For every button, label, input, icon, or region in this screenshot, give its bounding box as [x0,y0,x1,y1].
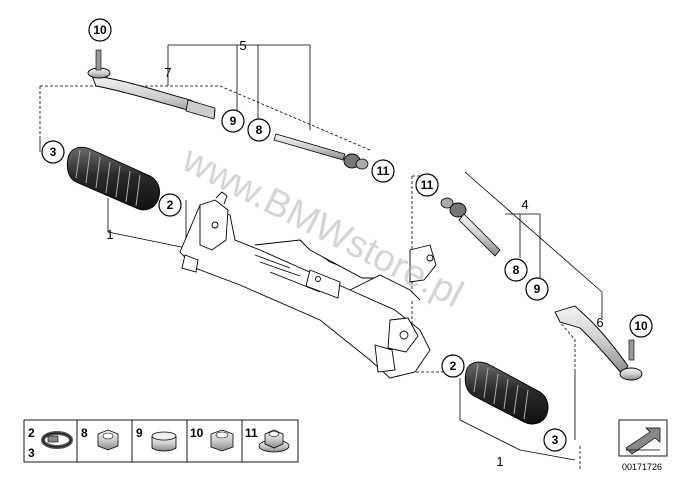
callout-8-top: 8 [247,118,271,142]
svg-text:3: 3 [28,446,35,460]
svg-text:2: 2 [28,426,35,440]
legend-strip: 2 3 8 9 10 11 [23,419,299,463]
callout-9-right: 9 [525,277,549,301]
label-4: 4 [521,197,528,212]
svg-text:2: 2 [167,198,174,212]
callout-10-left: 10 [88,18,112,42]
svg-text:2: 2 [450,359,457,373]
legend-cell-self-locking-nut: 10 [190,426,234,452]
left-tie-rod-end [87,49,216,120]
svg-text:3: 3 [552,433,559,447]
label-6: 6 [596,315,603,330]
callouts: 10 3 2 9 8 11 11 8 9 10 2 3 [41,18,653,452]
label-1-left: 1 [106,227,113,242]
left-inner-tie-rod [273,133,369,170]
right-tie-rod-end [554,305,643,381]
label-5: 5 [239,38,246,53]
callout-11-top: 11 [371,159,395,183]
callout-3-bottom: 3 [543,428,567,452]
label-1-bottom: 1 [496,454,503,469]
svg-text:9: 9 [534,282,541,296]
svg-text:10: 10 [190,426,204,440]
part-labels: 5 7 1 4 6 1 [106,38,603,469]
callout-2-left: 2 [158,193,182,217]
svg-text:9: 9 [136,426,143,440]
part-number: 00171726 [622,462,662,472]
svg-text:8: 8 [513,263,520,277]
callout-8-right: 8 [504,258,528,282]
legend-cell-collar-nut: 11 [245,426,290,453]
svg-text:9: 9 [230,114,237,128]
callout-2-bottom: 2 [441,354,465,378]
leader-lines [39,44,603,470]
legend-cell-clamp: 2 3 [28,426,73,460]
left-bellows [66,146,161,211]
reference-arrow-icon [618,419,668,457]
svg-text:8: 8 [256,123,263,137]
callout-9-top: 9 [221,109,245,133]
svg-text:11: 11 [245,426,258,440]
svg-text:10: 10 [93,23,107,37]
callout-10-right: 10 [629,314,653,338]
svg-text:11: 11 [421,178,434,192]
legend-cell-sleeve: 9 [136,426,177,452]
right-inner-tie-rod [440,197,501,257]
svg-text:11: 11 [377,164,390,178]
callout-11-right: 11 [415,173,439,197]
callout-3-left: 3 [41,140,65,164]
svg-text:10: 10 [634,319,648,333]
svg-text:8: 8 [81,426,88,440]
legend-cell-nut: 8 [81,426,119,451]
right-bellows [464,361,549,425]
steering-rack [179,191,437,379]
label-7: 7 [164,65,171,80]
svg-text:3: 3 [50,145,57,159]
